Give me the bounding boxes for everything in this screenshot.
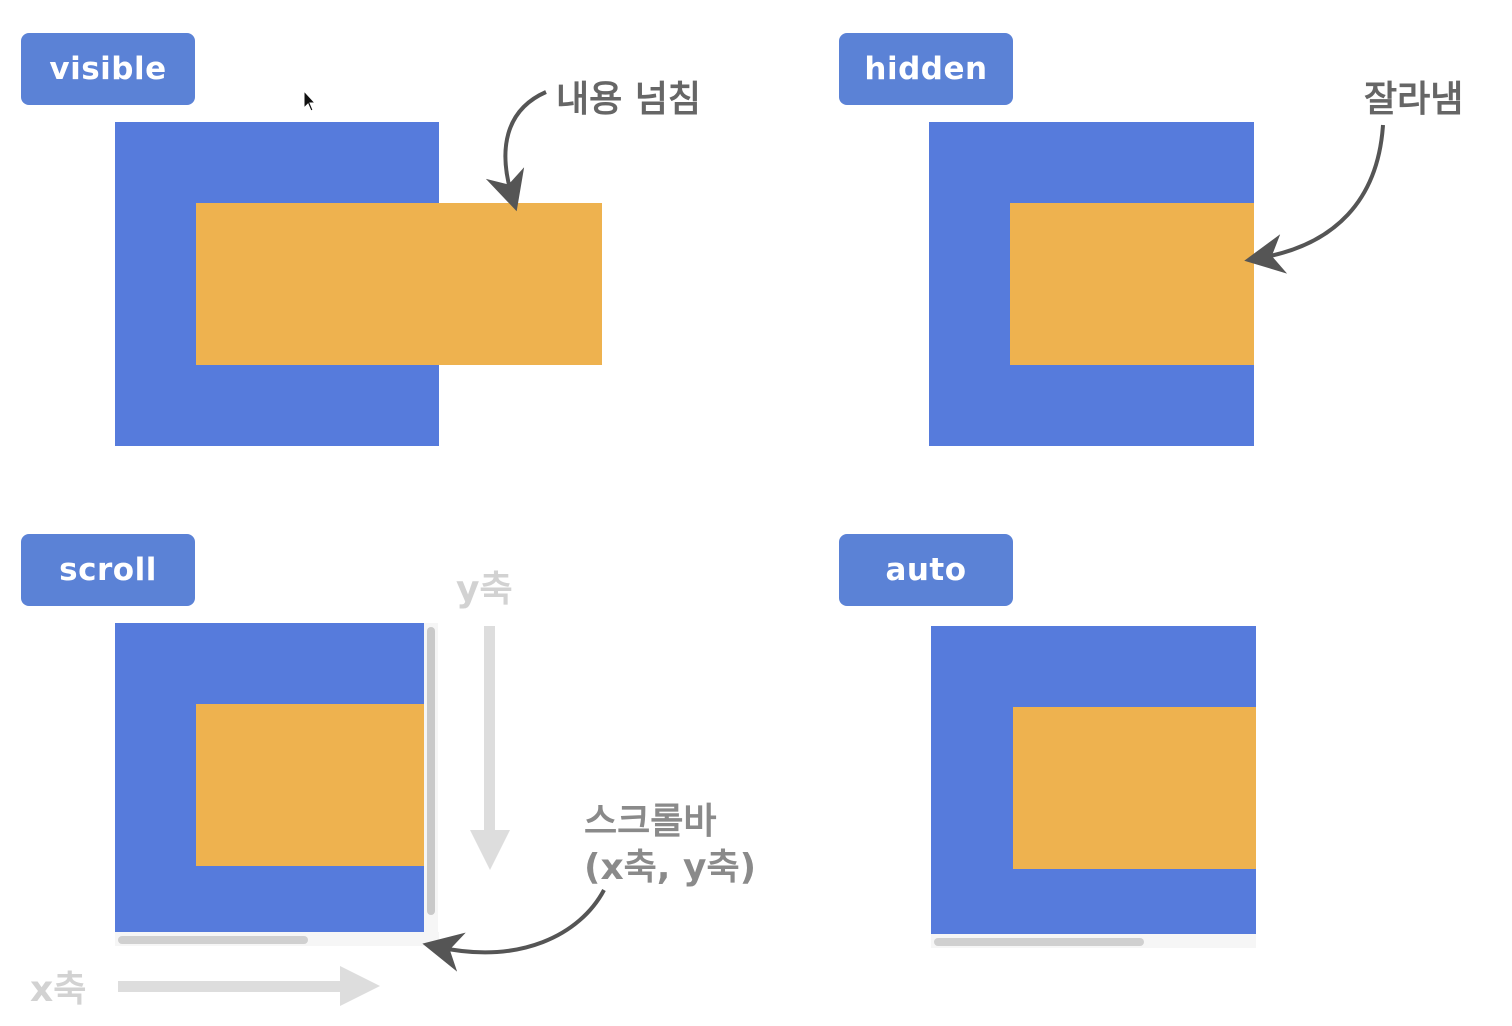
label-auto: auto bbox=[839, 534, 1013, 606]
note-scrollbar-line2: (x축, y축) bbox=[584, 847, 757, 888]
right-arrow-icon bbox=[118, 966, 380, 1006]
vertical-scroll-thumb[interactable] bbox=[427, 627, 435, 915]
curved-arrow-icon bbox=[1244, 124, 1385, 274]
label-hidden: hidden bbox=[839, 33, 1013, 105]
container-box-auto bbox=[931, 626, 1256, 934]
x-axis-label: x축 bbox=[30, 969, 87, 1010]
horizontal-scroll-thumb[interactable] bbox=[118, 936, 308, 944]
content-box-scroll bbox=[196, 704, 424, 866]
content-box-hidden bbox=[1010, 203, 1254, 365]
horizontal-scroll-thumb-auto[interactable] bbox=[934, 938, 1144, 946]
horizontal-scrollbar[interactable] bbox=[115, 932, 439, 946]
note-content-overflow: 내용 넘침 bbox=[556, 79, 702, 120]
vertical-scrollbar[interactable] bbox=[424, 623, 438, 932]
y-axis-label: y축 bbox=[456, 569, 513, 610]
curved-arrow-icon bbox=[422, 889, 606, 972]
container-box-scroll bbox=[115, 623, 424, 932]
horizontal-scrollbar-auto[interactable] bbox=[931, 934, 1256, 948]
note-scrollbar-line1: 스크롤바 bbox=[584, 801, 717, 842]
content-box-auto bbox=[1013, 707, 1256, 869]
label-scroll: scroll bbox=[21, 534, 195, 606]
cursor-icon bbox=[303, 89, 317, 112]
container-box-hidden bbox=[929, 122, 1254, 446]
content-box-visible bbox=[196, 203, 602, 365]
label-visible: visible bbox=[21, 33, 195, 105]
curved-arrow-icon bbox=[485, 90, 547, 212]
note-clipped: 잘라냄 bbox=[1364, 79, 1464, 120]
down-arrow-icon bbox=[470, 626, 510, 870]
